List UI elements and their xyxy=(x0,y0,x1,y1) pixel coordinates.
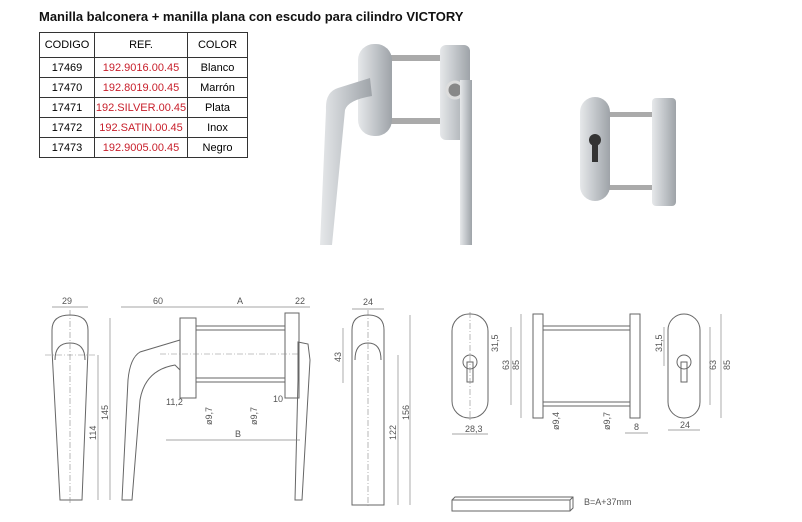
cell-ref: 192.9016.00.45 xyxy=(94,57,188,78)
dim-24: 24 xyxy=(363,297,373,307)
dim-85: 85 xyxy=(722,360,732,370)
dim-31-5: 31,5 xyxy=(490,334,500,352)
dim-22: 22 xyxy=(295,296,305,306)
handle-side-drawing: 60 A 22 B 11,2 ø9,7 ø9,7 10 xyxy=(121,296,311,501)
dim-dia-1: ø9,7 xyxy=(204,407,214,425)
cell-ref: 192.9005.00.45 xyxy=(94,137,188,158)
dim-60: 60 xyxy=(153,296,163,306)
square-bar-drawing: B=A+37mm xyxy=(451,496,632,512)
handle-front-drawing: 29 114 145 xyxy=(45,296,111,505)
dim-29: 29 xyxy=(62,296,72,306)
header-ref: REF. xyxy=(94,32,188,58)
dim-145: 145 xyxy=(100,405,110,420)
dim-10: 10 xyxy=(273,394,283,404)
dim-122: 122 xyxy=(388,425,398,440)
cell-codigo: 17471 xyxy=(39,97,95,118)
dim-31-5: 31,5 xyxy=(654,334,664,352)
dim-85: 85 xyxy=(511,360,521,370)
dim-8: 8 xyxy=(634,422,639,432)
handle-photo xyxy=(320,44,472,245)
cell-codigo: 17473 xyxy=(39,137,95,158)
dim-dia-2: ø9,7 xyxy=(249,407,259,425)
dim-24: 24 xyxy=(680,420,690,430)
handle-flat-drawing: 24 43 122 156 xyxy=(333,297,411,508)
dim-114: 114 xyxy=(88,426,98,440)
dim-a: A xyxy=(237,296,243,306)
dim-43: 43 xyxy=(333,352,343,362)
escutcheon-front-drawing: 31,5 63 85 28,3 xyxy=(451,312,522,435)
escutcheon-back-drawing: 31,5 63 85 24 xyxy=(654,313,732,431)
dim-b: B xyxy=(235,429,241,439)
dim-156: 156 xyxy=(401,405,411,420)
cell-ref: 192.SATIN.00.45 xyxy=(94,117,188,138)
dim-dia-9-4: ø9,4 xyxy=(551,412,561,430)
cell-ref: 192.SILVER.00.45 xyxy=(94,97,188,118)
cell-codigo: 17472 xyxy=(39,117,95,138)
cell-color: Marrón xyxy=(187,77,248,98)
dim-dia-9-7: ø9,7 xyxy=(602,412,612,430)
escutcheon-side-drawing: ø9,4 ø9,7 8 xyxy=(532,313,648,434)
header-codigo: CODIGO xyxy=(39,32,95,58)
cell-color: Blanco xyxy=(187,57,248,78)
dim-63: 63 xyxy=(501,360,511,370)
dim-28-3: 28,3 xyxy=(465,424,483,434)
cell-color: Plata xyxy=(187,97,248,118)
formula-label: B=A+37mm xyxy=(584,497,632,507)
cell-color: Negro xyxy=(187,137,248,158)
table-header: CODIGO REF. COLOR xyxy=(39,32,248,58)
page-title: Manilla balconera + manilla plana con es… xyxy=(39,9,464,24)
header-color: COLOR xyxy=(187,32,248,58)
escutcheon-photo xyxy=(580,97,676,206)
dim-11-2: 11,2 xyxy=(166,397,183,407)
dim-63: 63 xyxy=(708,360,718,370)
cell-codigo: 17470 xyxy=(39,77,95,98)
